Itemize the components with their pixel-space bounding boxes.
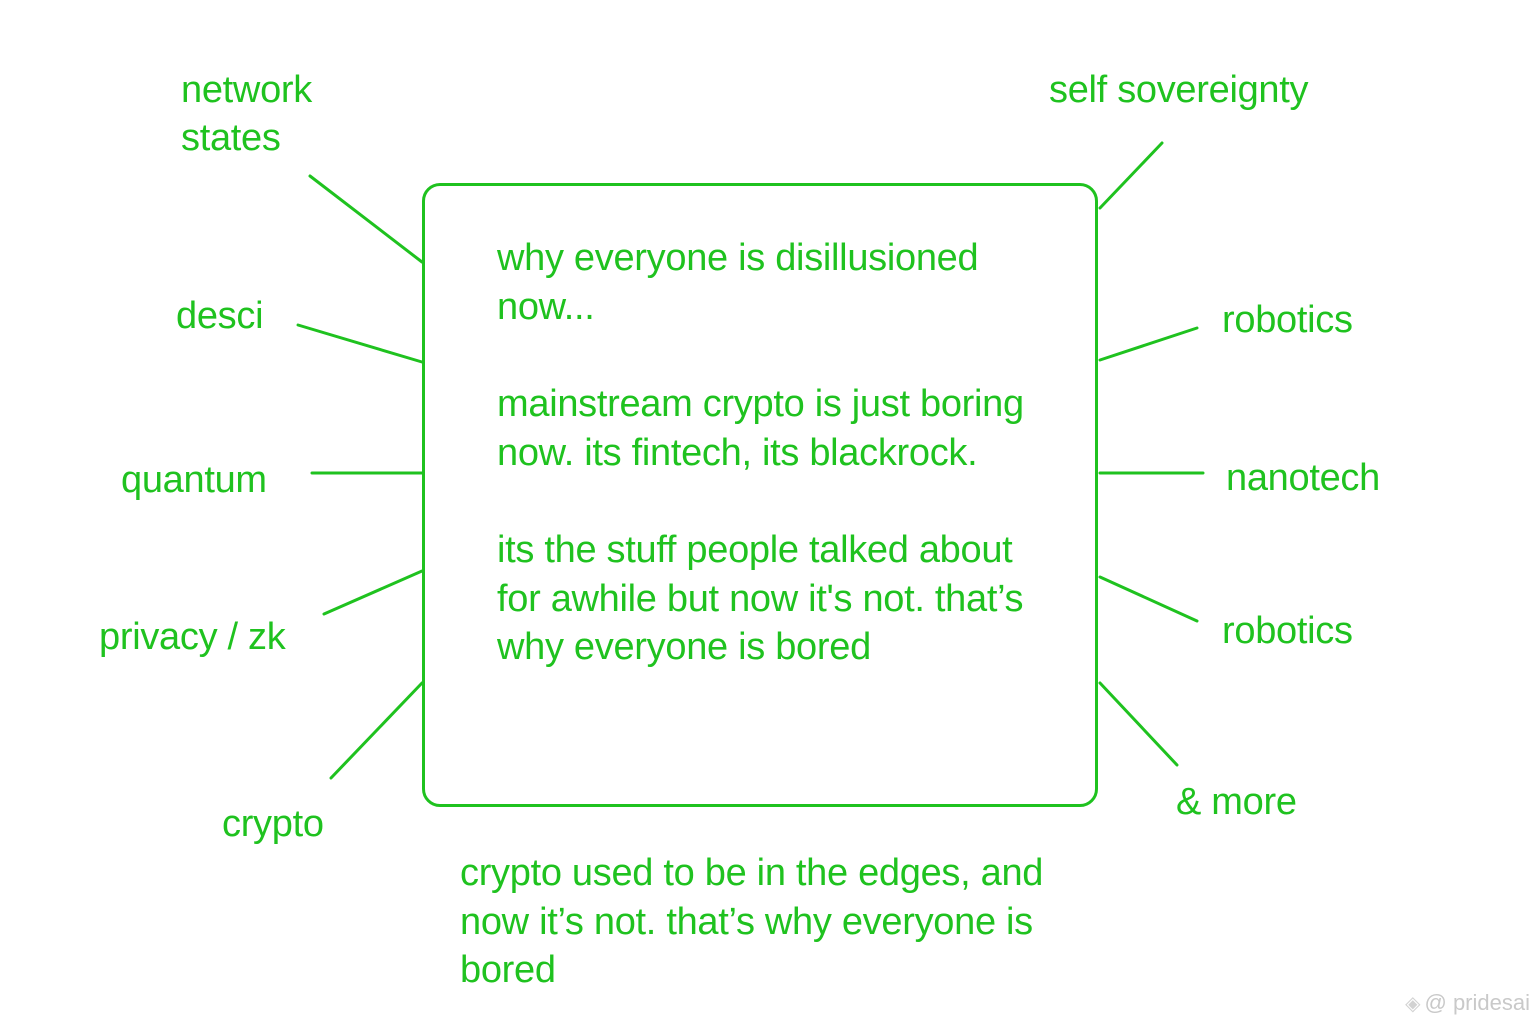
- label-crypto: crypto: [222, 803, 324, 845]
- connector-privacy-zk: [322, 569, 424, 616]
- footer-text: crypto used to be in the edges, and now …: [460, 852, 1044, 991]
- label-robotics-2: robotics: [1222, 610, 1353, 652]
- center-paragraph-3: its the stuff people talked about for aw…: [497, 529, 1024, 668]
- watermark-text: @ pridesai: [1424, 990, 1531, 1015]
- connector-robotics-1: [1098, 326, 1199, 362]
- diamond-logo-icon: ◈: [1405, 992, 1421, 1015]
- label-network-states: network states: [181, 69, 312, 159]
- connector-network-states: [308, 174, 424, 264]
- connector-and-more: [1098, 681, 1179, 767]
- label-self-sovereignty: self sovereignty: [1049, 69, 1309, 111]
- center-text-block: why everyone is disillusioned now... mai…: [497, 234, 1057, 721]
- connector-robotics-2: [1098, 575, 1199, 623]
- label-quantum: quantum: [121, 459, 267, 501]
- label-desci: desci: [176, 295, 264, 337]
- connector-crypto: [329, 681, 424, 780]
- label-privacy-zk: privacy / zk: [99, 616, 286, 658]
- watermark: ◈ @ pridesai: [1405, 990, 1530, 1016]
- center-box: [422, 183, 1098, 807]
- connector-self-sovereignty: [1098, 141, 1164, 210]
- label-nanotech: nanotech: [1226, 457, 1380, 499]
- connector-desci: [296, 323, 424, 364]
- label-robotics-1: robotics: [1222, 299, 1353, 341]
- label-and-more: & more: [1176, 781, 1297, 823]
- center-paragraph-1: why everyone is disillusioned now...: [497, 237, 979, 328]
- center-paragraph-2: mainstream crypto is just boring now. it…: [497, 383, 1024, 474]
